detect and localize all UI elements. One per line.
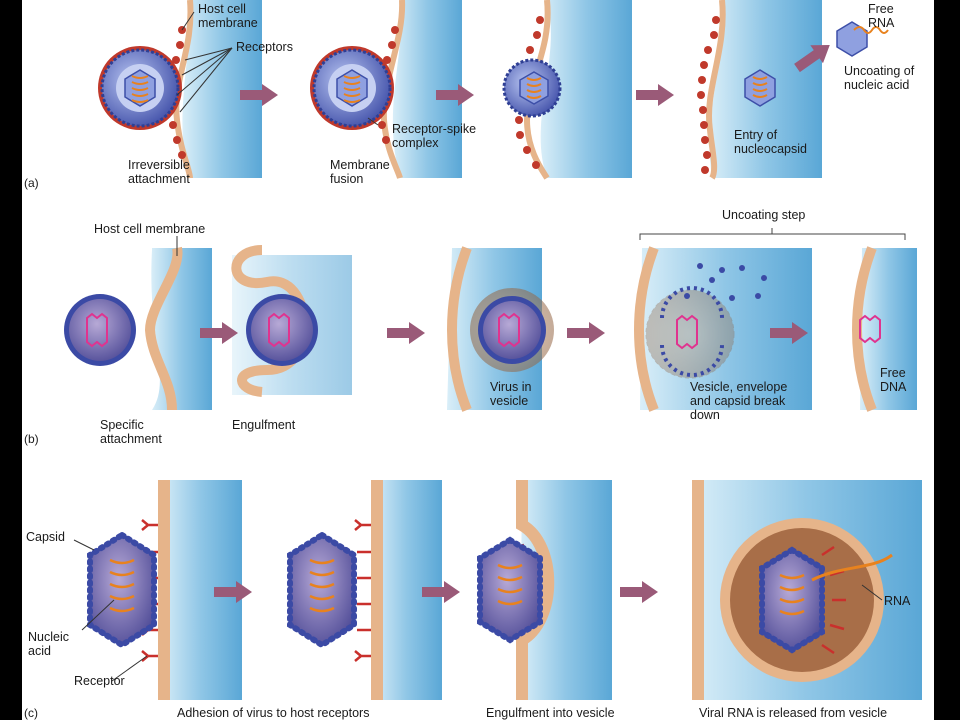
virus-c1 <box>87 531 157 649</box>
virus-c4 <box>759 546 893 654</box>
label-nucleic-acid: Nucleic acid <box>28 630 69 658</box>
label-virus-in-vesicle: Virus in vesicle <box>490 380 532 408</box>
label-engulfment-into-vesicle: Engulfment into vesicle <box>486 706 615 720</box>
figure-panel: Host cell membrane Receptors Receptor-sp… <box>22 0 934 720</box>
virus-c2 <box>287 531 357 649</box>
label-host-cell-membrane-a: Host cell membrane <box>198 2 258 30</box>
label-receptor: Receptor <box>74 674 125 688</box>
virus-b1 <box>64 294 136 366</box>
virus-b2 <box>246 294 318 366</box>
cytoplasm-a1 <box>182 0 262 178</box>
label-irreversible: Irreversible attachment <box>128 158 190 186</box>
arrow-b2 <box>387 322 425 344</box>
uncoating-bracket <box>639 228 906 240</box>
host-membrane-a1 <box>173 0 194 179</box>
label-free-dna: Free DNA <box>880 366 907 394</box>
label-entry-nucleocapsid: Entry of nucleocapsid <box>734 128 807 156</box>
arrow-c3 <box>620 581 658 603</box>
nucleocapsid-a4 <box>744 69 776 107</box>
label-breakdown: Vesicle, envelope and capsid break down <box>690 380 788 422</box>
host-membrane-b5 <box>852 246 877 412</box>
label-receptor-spike: Receptor-spike complex <box>392 122 477 150</box>
host-membrane-b3 <box>447 246 472 412</box>
arrow-a3 <box>636 84 674 106</box>
label-free-rna: Free RNA <box>868 2 895 30</box>
cytoplasm-c3 <box>520 480 612 700</box>
enveloped-virus-a2 <box>310 46 394 130</box>
leader-lines-c <box>73 539 883 682</box>
label-adhesion: Adhesion of virus to host receptors <box>177 706 370 720</box>
cytoplasm-a3 <box>540 0 632 178</box>
label-host-cell-membrane-b: Host cell membrane <box>94 222 206 236</box>
cytoplasm-b5 <box>860 248 917 410</box>
host-membrane-b1 <box>144 246 183 411</box>
host-membrane-a4 <box>706 0 726 180</box>
arrow-a4 <box>794 45 830 73</box>
virus-entry-diagram <box>64 0 922 700</box>
free-dna-b5 <box>859 314 881 344</box>
leader-lines-a <box>176 11 379 126</box>
virus-c3 <box>477 536 543 644</box>
arrow-b3 <box>567 322 605 344</box>
label-panel-b: (b) <box>24 432 39 446</box>
host-membrane-c3 <box>516 480 555 700</box>
cytoplasm-a2 <box>392 0 462 178</box>
label-uncoating-step: Uncoating step <box>722 208 806 222</box>
vesicle-b4 <box>645 289 735 379</box>
fusing-virus-a3 <box>502 58 562 118</box>
label-panel-a: (a) <box>24 176 39 190</box>
virus-b4 <box>660 263 767 377</box>
label-panel-c: (c) <box>24 706 38 720</box>
label-fusion: Membrane fusion <box>330 158 390 186</box>
label-receptors: Receptors <box>236 40 293 54</box>
enveloped-virus-a1 <box>98 46 182 130</box>
label-rna: RNA <box>884 594 911 608</box>
label-engulfment: Engulfment <box>232 418 296 432</box>
uncoated-capsid-a5 <box>836 21 889 57</box>
host-membrane-b4 <box>634 246 659 412</box>
label-rna-released: Viral RNA is released from vesicle <box>699 706 888 720</box>
label-uncoating: Uncoating of nucleic acid <box>844 64 915 92</box>
label-capsid: Capsid <box>26 530 65 544</box>
cytoplasm-c1 <box>160 480 242 700</box>
cytoplasm-c2 <box>372 480 442 700</box>
receptors-a <box>166 16 720 174</box>
label-specific-attachment: Specific attachment <box>100 418 162 446</box>
virus-b3 <box>478 296 546 364</box>
